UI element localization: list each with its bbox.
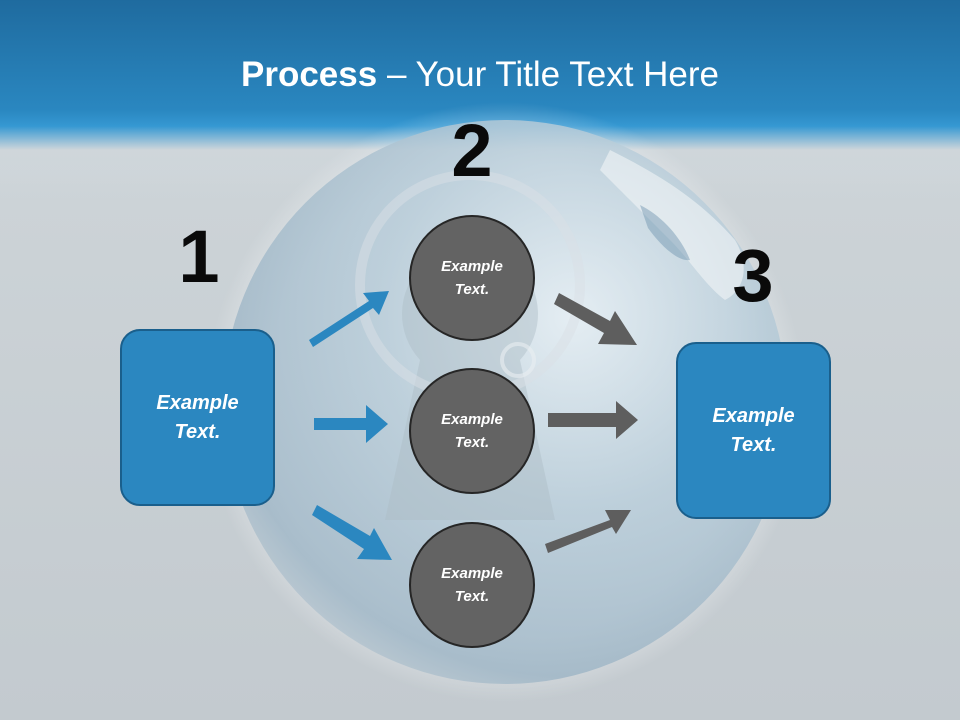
step-1-text: Example Text. [156,391,239,443]
globe-sea [640,205,690,261]
step-number-3: 3 [732,234,774,317]
step-number-2: 2 [451,109,493,192]
step-2-circle-bottom-text: Example Text. [441,565,503,605]
arrow-box1-to-middle [314,405,388,443]
step-1-box: Example Text. [120,329,275,506]
step-2-circle-middle: Example Text. [409,368,535,494]
step-2-circle-top: Example Text. [409,215,535,341]
arrow-box1-to-top [309,291,389,347]
step-2-circle-top-text: Example Text. [441,258,503,298]
step-3-text: Example Text. [712,404,795,456]
step-2-circle-middle-text: Example Text. [441,411,503,451]
arrow-middle-to-box3 [548,401,638,439]
globe-continent [600,150,744,300]
step-3-box: Example Text. [676,342,831,519]
title-rest: – Your Title Text Here [377,55,719,94]
arrow-box1-to-bottom [312,505,392,560]
step-2-circle-bottom: Example Text. [409,522,535,648]
arrow-top-to-box3 [554,293,637,345]
step-number-1: 1 [178,215,220,298]
slide-title: Process – Your Title Text Here [0,52,960,98]
title-bold: Process [241,55,378,94]
arrow-bottom-to-box3 [545,510,631,553]
gear-icon [500,342,536,378]
